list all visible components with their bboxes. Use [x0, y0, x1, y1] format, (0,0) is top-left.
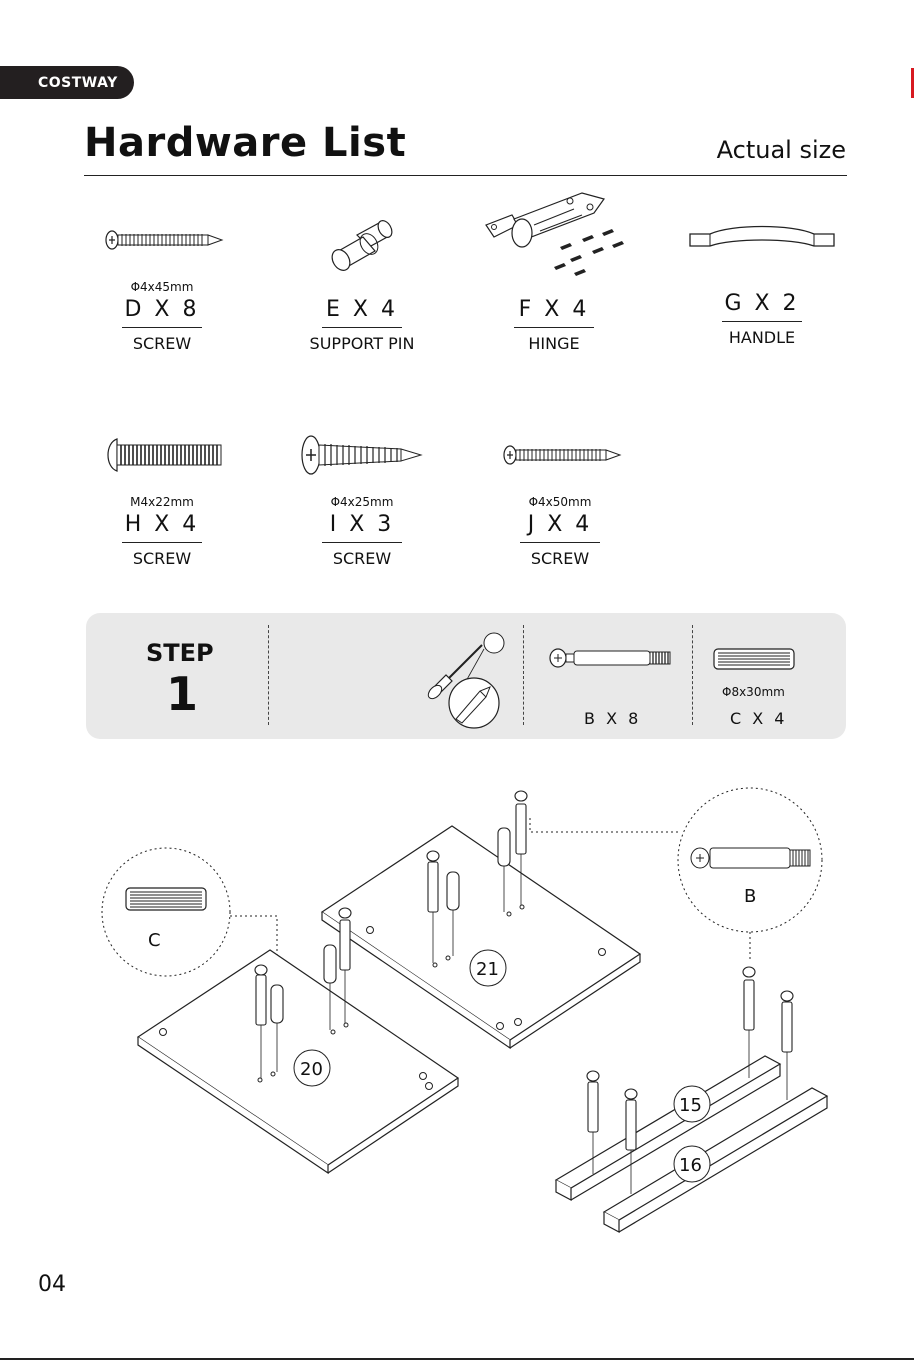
part-quantity: I X 3	[282, 510, 442, 540]
part-divider	[322, 542, 402, 543]
callout-c: C	[102, 848, 277, 980]
part-divider	[122, 327, 202, 328]
part-name: SCREW	[282, 549, 442, 568]
part-size: M4x22mm	[82, 494, 242, 510]
support-pin-icon	[282, 205, 442, 275]
step-banner: STEP 1 B X 8 Φ8x30mm	[86, 613, 846, 739]
panel-20: 20	[138, 950, 458, 1173]
part-quantity: D X 8	[82, 295, 242, 325]
part-j: Φ4x50mm J X 4 SCREW	[480, 420, 640, 568]
step-word: STEP	[146, 639, 214, 667]
part-quantity: E X 4	[282, 295, 442, 325]
part-name: SCREW	[82, 549, 242, 568]
handle-icon	[682, 205, 842, 275]
part-size: Φ4x45mm	[82, 279, 242, 295]
step-item-size: Φ8x30mm	[722, 685, 785, 699]
part-h: M4x22mm H X 4 SCREW	[82, 420, 242, 568]
part-name: HANDLE	[682, 328, 842, 347]
long-screw-icon	[480, 420, 640, 490]
panel-label: 15	[679, 1095, 702, 1116]
assembly-diagram: C B 20	[0, 760, 914, 1240]
page-footer-rule	[0, 1358, 914, 1360]
part-name: HINGE	[474, 334, 634, 353]
part-d: Φ4x45mm D X 8 SCREW	[82, 205, 242, 353]
part-quantity: J X 4	[480, 510, 640, 540]
part-size	[474, 279, 634, 295]
part-name: SCREW	[82, 334, 242, 353]
part-e: E X 4 SUPPORT PIN	[282, 205, 442, 353]
screwdriver-icon	[420, 623, 520, 737]
page-title: Hardware List	[84, 120, 406, 166]
part-divider	[722, 321, 802, 322]
part-quantity: F X 4	[474, 295, 634, 325]
wooden-dowel-icon	[712, 647, 796, 675]
panel-label: 16	[679, 1155, 702, 1176]
part-i: Φ4x25mm I X 3 SCREW	[282, 420, 442, 568]
page-subtitle: Actual size	[717, 136, 846, 164]
part-quantity: G X 2	[682, 289, 842, 319]
panel-label: 21	[476, 959, 499, 980]
step-divider	[692, 625, 693, 725]
long-screw-icon	[82, 205, 242, 275]
panel-label: 20	[300, 1059, 323, 1080]
cam-bolt-icon	[546, 643, 676, 677]
callout-b-label: B	[744, 886, 756, 907]
step-number: 1	[166, 667, 198, 721]
panel-21: 21	[322, 826, 640, 1048]
machine-screw-icon	[82, 420, 242, 490]
part-divider	[514, 327, 594, 328]
wooden-dowel-icon	[126, 888, 206, 910]
short-screw-icon	[282, 420, 442, 490]
part-quantity: H X 4	[82, 510, 242, 540]
hinge-icon	[474, 205, 634, 275]
brand-badge: COSTWAY	[0, 66, 134, 99]
step-item-quantity: B X 8	[584, 709, 641, 728]
step-item-quantity: C X 4	[730, 709, 787, 728]
step-divider	[268, 625, 269, 725]
callout-c-label: C	[148, 930, 161, 951]
part-name: SCREW	[480, 549, 640, 568]
page-number: 04	[38, 1272, 66, 1297]
part-g: G X 2 HANDLE	[682, 205, 842, 347]
part-divider	[520, 542, 600, 543]
part-name: SUPPORT PIN	[282, 334, 442, 353]
part-size	[282, 279, 442, 295]
step-divider	[523, 625, 524, 725]
part-divider	[122, 542, 202, 543]
part-divider	[322, 327, 402, 328]
part-f: F X 4 HINGE	[474, 205, 634, 353]
title-divider	[84, 175, 847, 176]
part-size: Φ4x25mm	[282, 494, 442, 510]
part-size: Φ4x50mm	[480, 494, 640, 510]
